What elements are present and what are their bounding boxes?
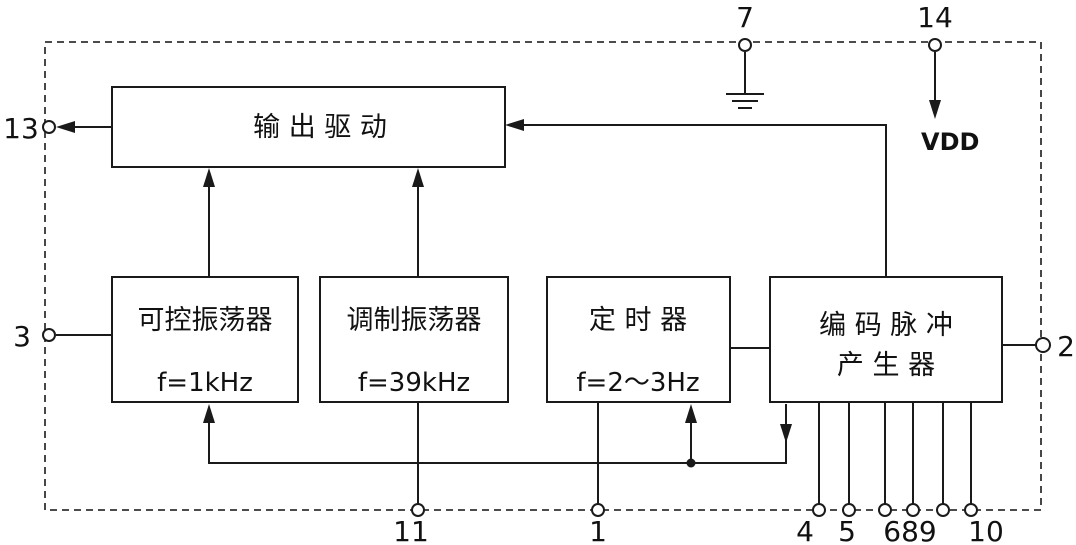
timer-title: 定 时 器 xyxy=(589,305,687,336)
output-driver-block: 输 出 驱 动 xyxy=(111,86,506,168)
modulation-oscillator-freq: f=39kHz xyxy=(358,368,470,398)
pin-1 xyxy=(591,503,605,517)
pin-3 xyxy=(42,328,56,342)
chip-outline xyxy=(44,41,1042,511)
code-pulse-generator-line1: 编 码 脉 冲 xyxy=(819,310,953,341)
pin-3-label: 3 xyxy=(13,320,31,353)
vdd-label: VDD xyxy=(921,128,979,156)
output-driver-label: 输 出 驱 动 xyxy=(253,112,387,143)
pin-13 xyxy=(42,120,56,134)
pin-689-label: 689 xyxy=(883,515,936,545)
pin-13-label: 13 xyxy=(3,112,39,145)
controlled-oscillator-block: 可控振荡器 f=1kHz xyxy=(111,276,299,403)
driver-to-pin13-arrow xyxy=(56,121,75,133)
pin-10 xyxy=(964,503,978,517)
vdd-arrow xyxy=(929,100,941,119)
pin-7 xyxy=(738,38,752,52)
pin-9 xyxy=(936,503,950,517)
feedback-to-encoder-arrow xyxy=(780,424,792,443)
feedback-to-ctrl-osc-arrow xyxy=(203,404,215,423)
feedback-junction-dot xyxy=(686,458,696,468)
pin-5-label: 5 xyxy=(838,515,856,545)
pin-4 xyxy=(812,503,826,517)
modulation-oscillator-title: 调制振荡器 xyxy=(347,305,482,336)
controlled-oscillator-freq: f=1kHz xyxy=(157,368,253,398)
modulation-oscillator-block: 调制振荡器 f=39kHz xyxy=(319,276,509,403)
encoder-to-driver-wire xyxy=(522,124,887,277)
pin-7-label: 7 xyxy=(736,1,754,34)
code-pulse-generator-block: 编 码 脉 冲 产 生 器 xyxy=(769,276,1003,403)
encoder-to-driver-arrow xyxy=(505,119,524,131)
pin-2 xyxy=(1035,337,1051,353)
pin-1-label: 1 xyxy=(589,515,607,545)
pin-10-label: 10 xyxy=(968,515,1004,545)
pin-14-label: 14 xyxy=(917,1,953,34)
mod-osc-to-driver-arrow xyxy=(412,168,424,187)
timer-block: 定 时 器 f=2～3Hz xyxy=(546,276,731,403)
pin-4-label: 4 xyxy=(796,515,814,545)
pin-11 xyxy=(411,503,425,517)
feedback-bus-wire xyxy=(208,422,787,464)
pin-5 xyxy=(842,503,856,517)
pin-14 xyxy=(928,38,942,52)
ground-symbol xyxy=(726,52,764,109)
ctrl-osc-to-driver-arrow xyxy=(203,168,215,187)
pin-2-label: 2 xyxy=(1057,330,1075,363)
pin-6 xyxy=(878,503,892,517)
pin-8 xyxy=(906,503,920,517)
feedback-to-timer-arrow xyxy=(685,404,697,423)
pin-11-label: 11 xyxy=(393,515,429,545)
timer-freq: f=2～3Hz xyxy=(576,368,699,398)
controlled-oscillator-title: 可控振荡器 xyxy=(138,305,273,336)
code-pulse-generator-line2: 产 生 器 xyxy=(837,350,935,381)
